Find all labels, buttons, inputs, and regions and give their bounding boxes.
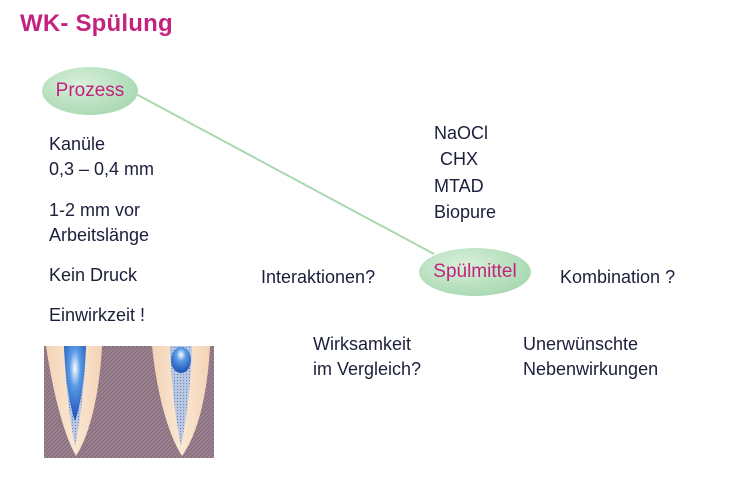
agent-chx: CHX — [440, 149, 479, 169]
root-canal-illustration — [44, 346, 214, 458]
spuelmittel-label: Spülmittel — [433, 261, 517, 282]
kombination-text: Kombination ? — [560, 267, 676, 287]
agent-biopure: Biopure — [434, 202, 497, 222]
canal-right — [170, 346, 192, 446]
agent-mtad: MTAD — [434, 176, 484, 196]
wirksamkeit-text: Wirksamkeit im Vergleich? — [313, 332, 421, 382]
irrigant-left — [64, 346, 86, 421]
spuelmittel-bubble: Spülmittel — [419, 248, 531, 296]
irrigant-right — [171, 347, 191, 373]
interaktionen-text: Interaktionen? — [261, 267, 376, 287]
wirksamkeit-line-1: Wirksamkeit — [313, 334, 411, 354]
slide-title: WK- Spülung — [20, 10, 173, 37]
einwirkzeit-text: Einwirkzeit ! — [49, 305, 146, 325]
wirksamkeit-line-2: im Vergleich? — [313, 359, 422, 379]
position-line-1: 1-2 mm vor — [49, 200, 141, 220]
agent-naocl: NaOCl — [434, 123, 489, 143]
kanuele-text: Kanüle 0,3 – 0,4 mm — [49, 132, 154, 182]
prozess-bubble: Prozess — [42, 67, 138, 115]
prozess-label: Prozess — [55, 80, 125, 101]
nebenwirkungen-text: Unerwünschte Nebenwirkungen — [523, 332, 658, 382]
kanuele-line-1: Kanüle — [49, 134, 106, 154]
kanuele-line-2: 0,3 – 0,4 mm — [49, 159, 155, 179]
position-line-2: Arbeitslänge — [49, 225, 150, 245]
position-text: 1-2 mm vor Arbeitslänge — [49, 198, 149, 248]
nebenwirkungen-line-1: Unerwünschte — [523, 334, 639, 354]
kein-druck-text: Kein Druck — [49, 265, 138, 285]
nebenwirkungen-line-2: Nebenwirkungen — [523, 359, 659, 379]
